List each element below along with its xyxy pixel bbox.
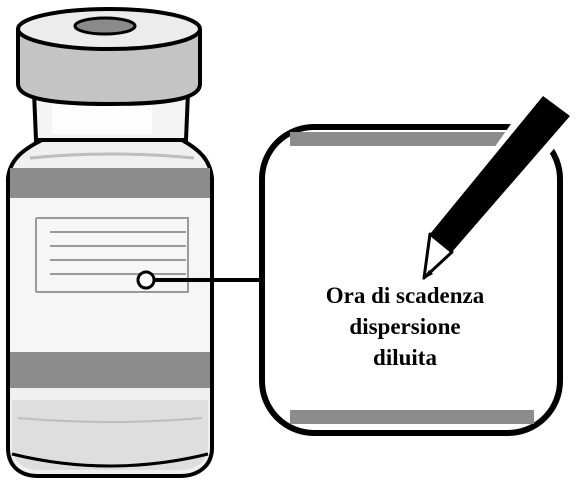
vial-cap-side [16, 28, 202, 107]
pencil-icon [418, 86, 576, 286]
callout-text: Ora di scadenza dispersione diluita [280, 280, 530, 373]
vial-label-frame [36, 217, 189, 293]
vial-label-lines [35, 217, 189, 293]
vial-liquid-line [17, 417, 203, 423]
pencil-body [430, 96, 570, 252]
callout-text-line-1: Ora di scadenza [325, 283, 485, 308]
pencil-tip [422, 232, 454, 280]
vial-label-band-bottom [10, 352, 210, 388]
pencil-point [422, 270, 433, 280]
vial-label-paper [10, 182, 210, 362]
vial-bottom-curve [11, 452, 209, 468]
callout-connector [136, 270, 264, 290]
callout-band-bottom [290, 410, 534, 424]
callout-text-line-3: diluita [373, 345, 437, 370]
vial-icon [6, 7, 214, 478]
callout-band-top [290, 132, 534, 146]
vial-liquid [12, 400, 208, 470]
vial-label-band-top [10, 168, 210, 198]
vial-cap-center [73, 16, 137, 36]
connector-dot [136, 270, 156, 290]
callout-text-line-2: dispersione [349, 314, 461, 339]
vial-shoulder-highlight [29, 152, 195, 160]
